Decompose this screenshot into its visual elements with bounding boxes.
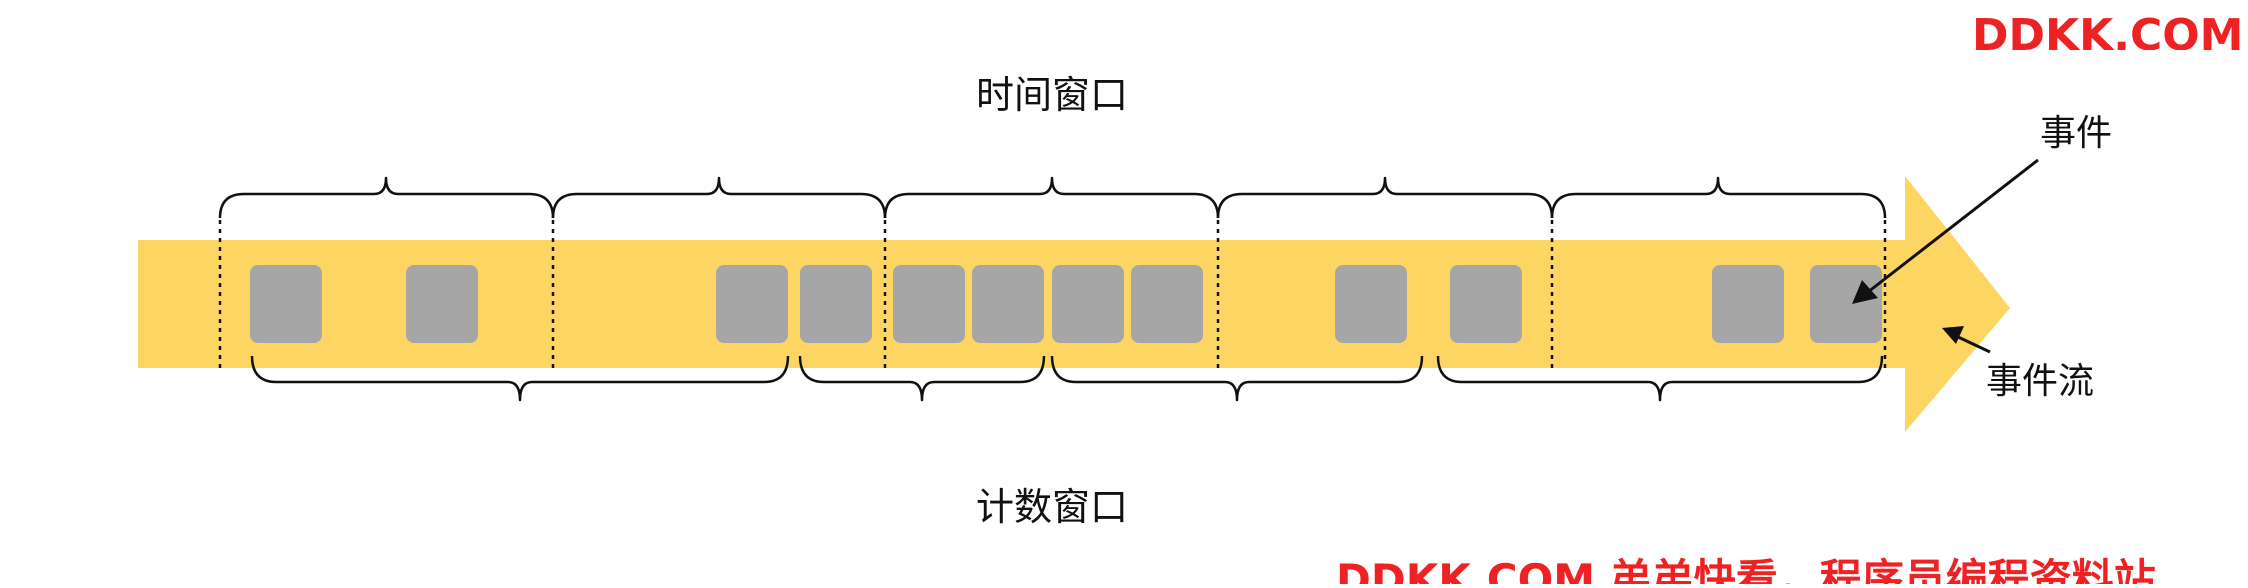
- event-box: [250, 265, 322, 343]
- event-box: [1712, 265, 1784, 343]
- watermark-bottom: DDKK.COM 弟弟快看，程序员编程资料站: [1336, 555, 2156, 584]
- event-box: [1335, 265, 1407, 343]
- count-window-label: 计数窗口: [976, 485, 1129, 529]
- count-window-braces: [250, 355, 1884, 402]
- event-box: [972, 265, 1044, 343]
- time-window-brace: [218, 176, 555, 219]
- event-box: [406, 265, 478, 343]
- event-box: [1131, 265, 1203, 343]
- event-box: [1052, 265, 1124, 343]
- time-window-braces: [218, 176, 1887, 219]
- count-window-brace: [798, 355, 1046, 402]
- time-window-brace: [1550, 176, 1887, 219]
- time-window-separators: [218, 220, 1887, 368]
- time-window-brace: [1216, 176, 1554, 219]
- count-window-brace: [1050, 355, 1424, 402]
- event-box: [716, 265, 788, 343]
- count-window-brace: [1436, 355, 1884, 402]
- event-pointer: [1852, 158, 2039, 304]
- event-box: [1450, 265, 1522, 343]
- event-box: [1810, 265, 1882, 343]
- event-label: 事件: [2040, 113, 2113, 154]
- event-stream-label: 事件流: [1986, 361, 2095, 402]
- count-window-brace: [250, 355, 790, 402]
- time-window-label: 时间窗口: [976, 73, 1129, 117]
- time-window-brace: [551, 176, 887, 219]
- watermark-top: DDKK.COM: [1972, 14, 2244, 50]
- time-window-brace: [883, 176, 1220, 219]
- event-stream-pointer: [1942, 326, 1991, 354]
- event-box: [800, 265, 872, 343]
- event-box: [893, 265, 965, 343]
